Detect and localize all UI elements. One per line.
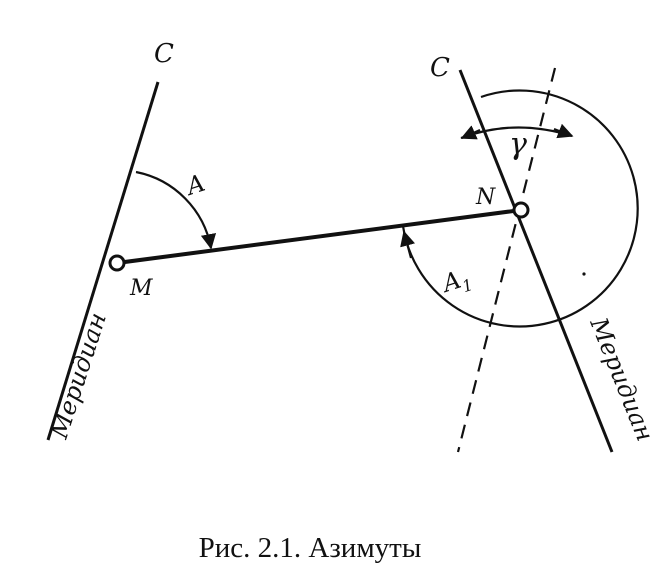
azimuth-a-label: A	[181, 169, 208, 202]
north-label-left: C	[154, 39, 174, 69]
point-n-label: N	[475, 185, 496, 210]
meridian-label-right: Меридиан	[584, 313, 659, 445]
north-label-right: C	[430, 53, 450, 83]
azimuth-a1-label: A1	[437, 263, 475, 303]
azimuth-arc-a	[135, 170, 217, 250]
meridian-line-right	[458, 69, 614, 453]
convergence-arrow-left	[460, 125, 481, 140]
point-n	[512, 201, 530, 219]
point-m-label: M	[129, 276, 153, 301]
figure-caption: Рис. 2.1. Азимуты	[198, 532, 422, 564]
meridian-label-left: Меридиан	[45, 309, 112, 443]
convergence-label: γ	[509, 127, 527, 162]
azimuth-arc-a1	[401, 89, 639, 328]
azimuth-a1-arrow	[400, 230, 416, 259]
point-m	[108, 254, 126, 272]
stray-dot	[582, 272, 586, 276]
parallel-dashed-line	[456, 67, 557, 453]
meridian-line-left	[46, 81, 160, 441]
line-m-n	[116, 208, 522, 265]
convergence-arrow-right	[553, 123, 574, 139]
